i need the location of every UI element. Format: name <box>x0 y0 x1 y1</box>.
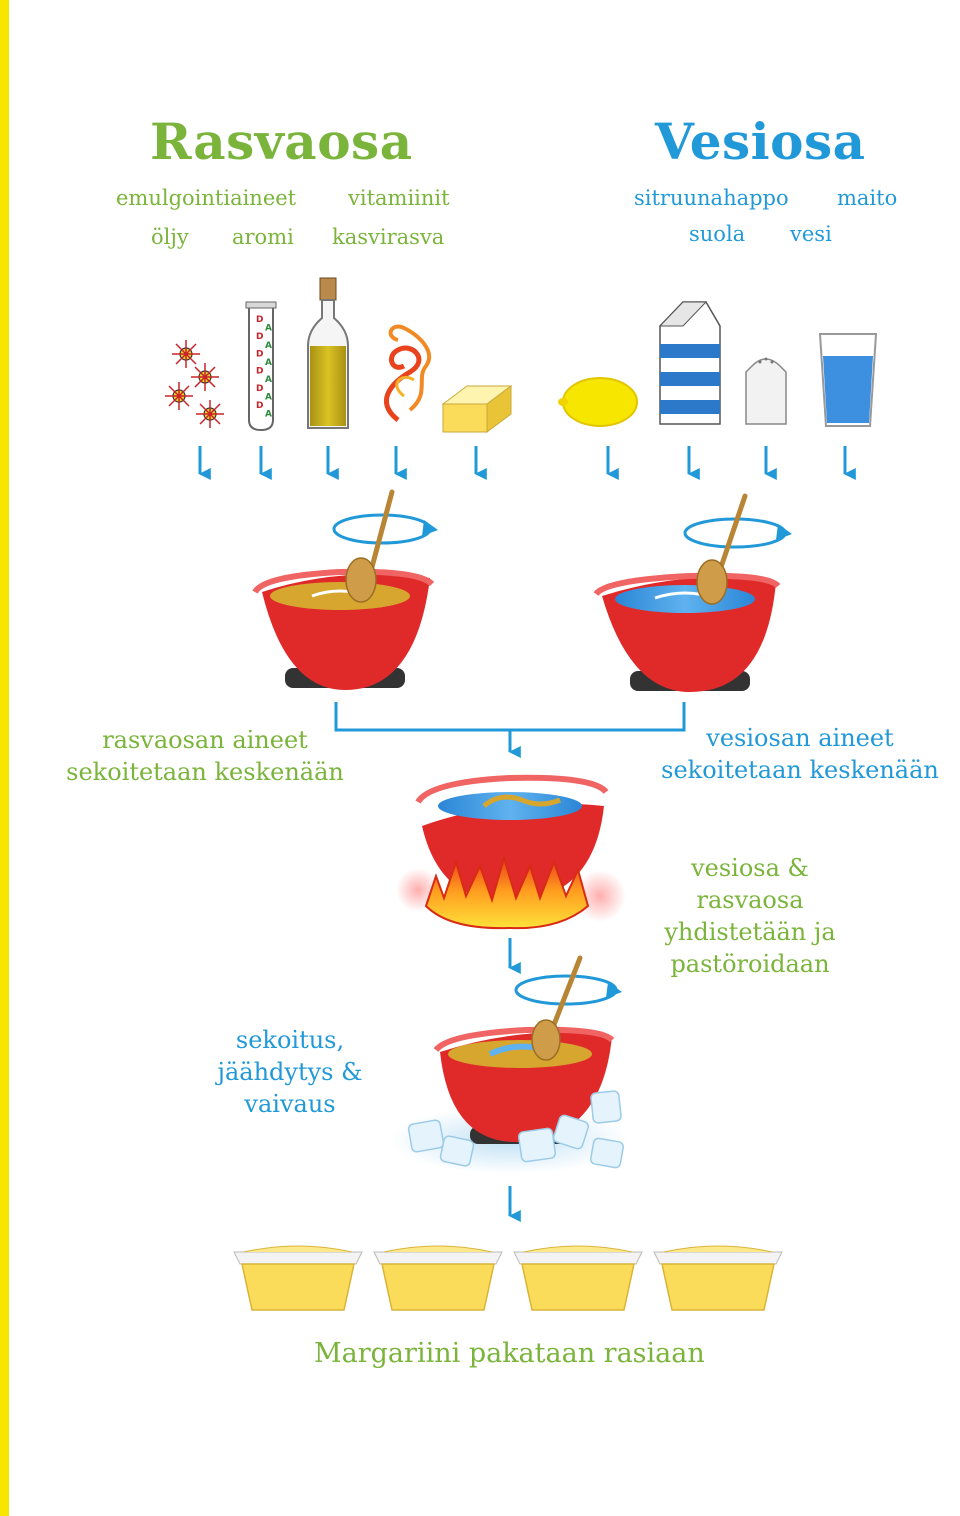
combine-line-3: yhdistetään ja <box>664 918 836 946</box>
cooling-label: sekoitus, jäähdytys & vaivaus <box>180 1024 400 1120</box>
cooling-bowl <box>390 955 630 1174</box>
water-mix-label: vesiosan aineet sekoitetaan keskenään <box>640 722 960 786</box>
ingredient-arrows <box>198 446 856 480</box>
combine-line-1: vesiosa & <box>691 854 809 882</box>
salt-shaker-icon <box>745 357 787 425</box>
vegetable-fat-block-icon <box>441 385 513 433</box>
cooling-line-2: jäähdytys & <box>217 1058 363 1086</box>
emulsifier-molecules-icon <box>165 340 224 428</box>
vitamin-letter: D <box>256 315 263 325</box>
water-glass-icon <box>818 333 878 427</box>
water-mixing-bowl <box>593 493 792 692</box>
aroma-swirl-icon <box>383 324 432 422</box>
vitamin-letter: D <box>256 384 263 394</box>
vitamin-letter: D <box>256 349 263 359</box>
combine-line-2: rasvaosa <box>696 886 804 914</box>
ingredient-oil: öljy <box>151 225 189 249</box>
fat-mixing-bowl <box>252 489 438 690</box>
ingredient-emulsifiers: emulgointiaineet <box>116 186 297 210</box>
fat-mix-line-2: sekoitetaan keskenään <box>66 758 344 786</box>
water-mix-line-2: sekoitetaan keskenään <box>661 756 939 784</box>
vitamin-letter: A <box>265 324 272 334</box>
cooling-line-3: vaivaus <box>244 1090 336 1118</box>
ingredient-vitamins: vitamiinit <box>348 186 450 210</box>
vitamin-letter: D <box>256 367 263 377</box>
side-accent-bar <box>0 0 9 1516</box>
water-mix-line-1: vesiosan aineet <box>706 724 894 752</box>
vitamin-letter: A <box>265 375 272 385</box>
vitamin-letter: A <box>265 392 272 402</box>
ingredient-vegetable-fat: kasvirasva <box>332 225 445 249</box>
ingredient-aroma: aromi <box>232 225 294 249</box>
ingredient-salt: suola <box>689 222 746 246</box>
water-phase-title: Vesiosa <box>655 112 866 171</box>
ingredient-milk: maito <box>837 186 898 210</box>
combine-label: vesiosa & rasvaosa yhdistetään ja pastör… <box>630 852 870 980</box>
packaging-label: Margariini pakataan rasiaan <box>314 1338 705 1369</box>
vitamin-letter: A <box>265 341 272 351</box>
vitamin-letter: D <box>256 401 263 411</box>
milk-carton-icon <box>658 301 721 425</box>
fat-mix-label: rasvaosan aineet sekoitetaan keskenään <box>40 724 370 788</box>
fat-phase-title: Rasvaosa <box>150 112 413 171</box>
lemon-icon <box>558 377 638 427</box>
fat-mix-line-1: rasvaosan aineet <box>102 726 308 754</box>
vitamin-letter: A <box>265 410 272 420</box>
combine-line-4: pastöroidaan <box>670 950 830 978</box>
combine-connector <box>334 702 686 758</box>
vitamin-test-tube-icon <box>245 301 277 432</box>
pasteurization-bowl <box>396 774 626 930</box>
margarine-tubs <box>233 1245 783 1311</box>
ingredient-citric-acid: sitruunahappo <box>634 186 789 210</box>
ingredient-water: vesi <box>790 222 832 246</box>
vitamin-letter: A <box>265 358 272 368</box>
oil-bottle-icon <box>307 277 349 429</box>
vitamin-letter: D <box>256 332 263 342</box>
cooling-line-1: sekoitus, <box>235 1026 345 1054</box>
